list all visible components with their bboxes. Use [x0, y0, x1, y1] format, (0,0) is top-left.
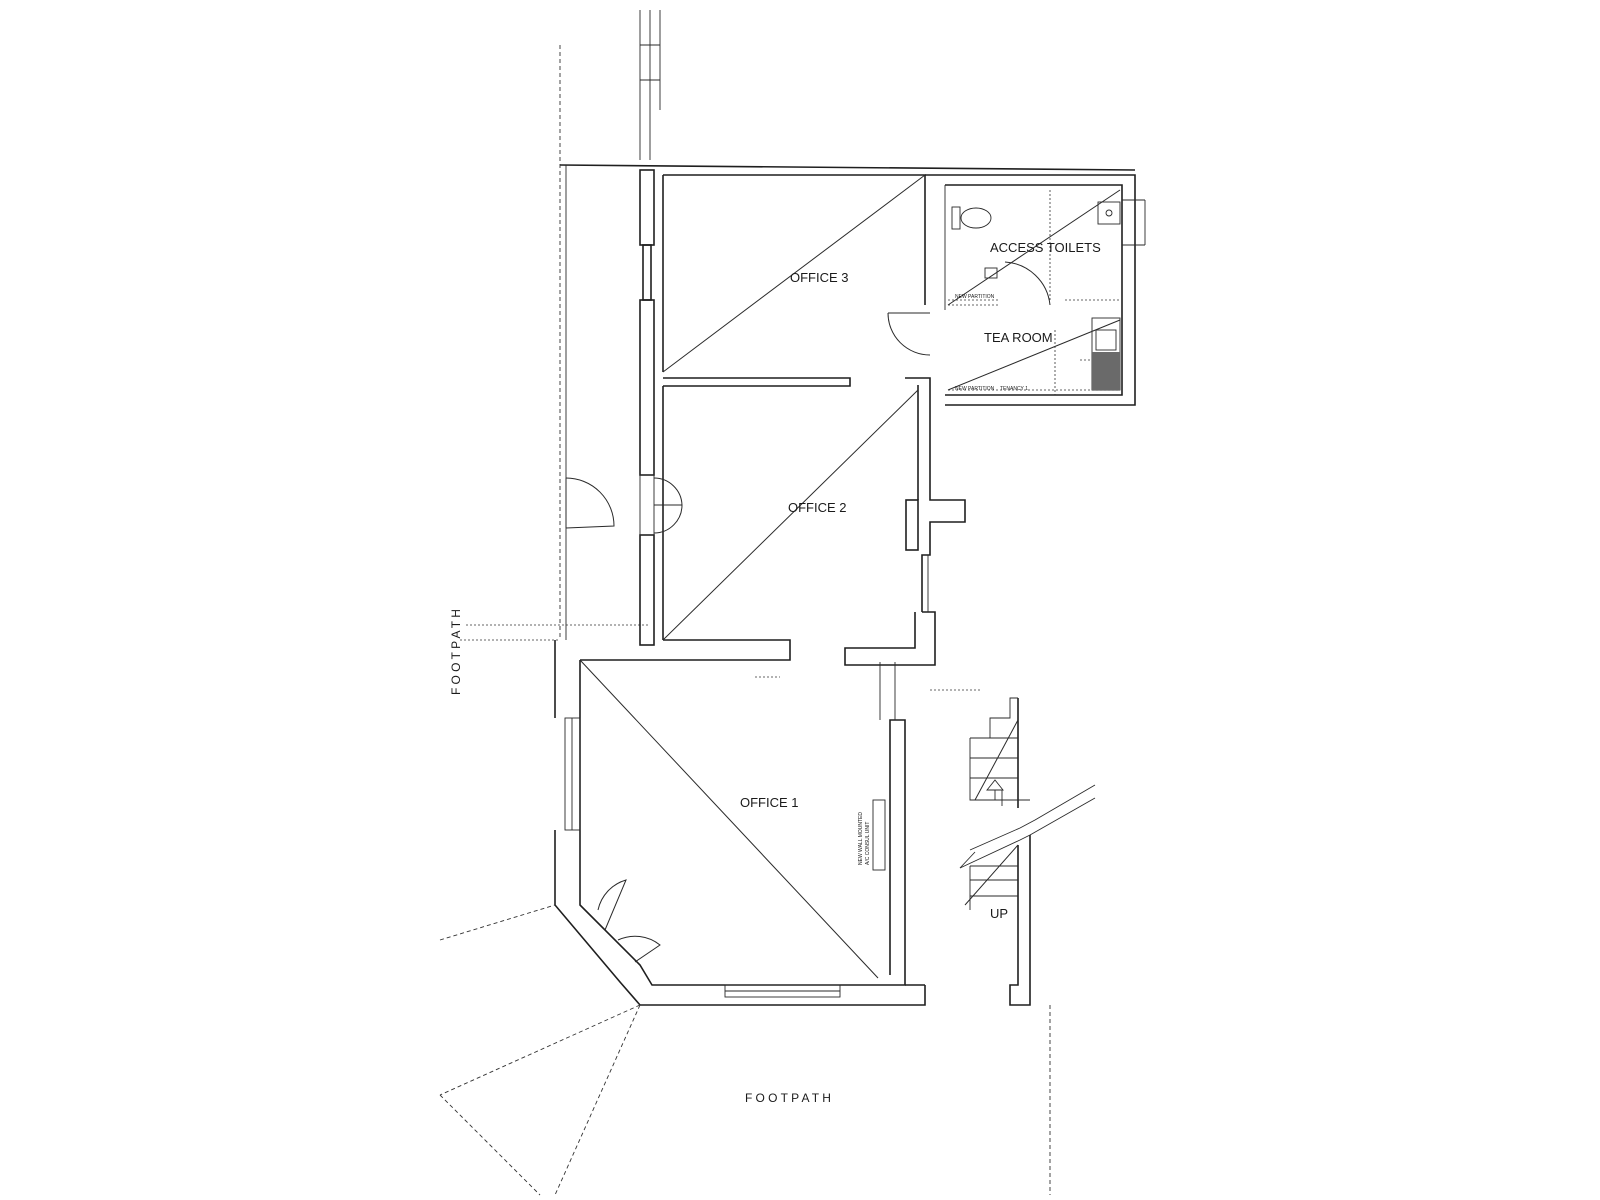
office-3-diagonal [662, 174, 926, 373]
entry-door-corner[interactable] [597, 879, 661, 963]
toilet-cistern [951, 206, 961, 230]
north-boundary [559, 10, 1136, 171]
ac-unit [872, 799, 886, 871]
office-2-diagonal [662, 389, 919, 641]
stair-arrow-icon [986, 779, 1004, 791]
toilets-diagonal [947, 189, 1121, 306]
door-office-3[interactable] [887, 312, 931, 356]
new-partition-upper-label: NEW PARTITION [955, 294, 995, 300]
east-wall-office-2 [844, 377, 966, 666]
stairs: UP [959, 697, 1096, 1006]
west-wall [639, 169, 655, 646]
tearoom-diagonal [947, 319, 1121, 391]
sink [1095, 329, 1117, 351]
office-2: OFFICE 2 [580, 386, 919, 661]
office-1-label: OFFICE 1 [740, 795, 799, 810]
fridge-space [1092, 352, 1120, 390]
ac-unit-line2: A/C CONSUL UNIT [865, 822, 871, 865]
toilet-bowl [960, 207, 992, 229]
office-3-label: OFFICE 3 [790, 270, 849, 285]
double-door-west[interactable] [639, 474, 683, 536]
stairs-up-label: UP [990, 906, 1008, 921]
site-lines [439, 676, 1051, 1196]
tea-room-label: TEA ROOM [984, 330, 1053, 345]
office-2-label: OFFICE 2 [788, 500, 847, 515]
new-partition-lower-label: NEW PARTITION [955, 386, 995, 392]
tenancy-label: TENANCY 1 [1000, 386, 1028, 392]
office-3: OFFICE 3 [662, 174, 926, 387]
access-toilets-label: ACCESS TOILETS [990, 240, 1101, 255]
footpath-left-label: FOOTPATH [449, 606, 463, 695]
side-lane [460, 45, 650, 641]
office-1: NEW WALL MOUNTED A/C CONSUL UNIT OFFICE … [554, 640, 926, 1006]
office-1-diagonal [579, 659, 879, 979]
door-lane[interactable] [565, 477, 615, 529]
basin [1097, 201, 1121, 225]
ac-unit-line1: NEW WALL MOUNTED [858, 812, 864, 865]
toilets-tearoom-block: ACCESS TOILETS TEA ROOM NEW PARTITION NE… [925, 174, 1146, 406]
footpath-bottom-label: FOOTPATH [745, 1091, 834, 1105]
